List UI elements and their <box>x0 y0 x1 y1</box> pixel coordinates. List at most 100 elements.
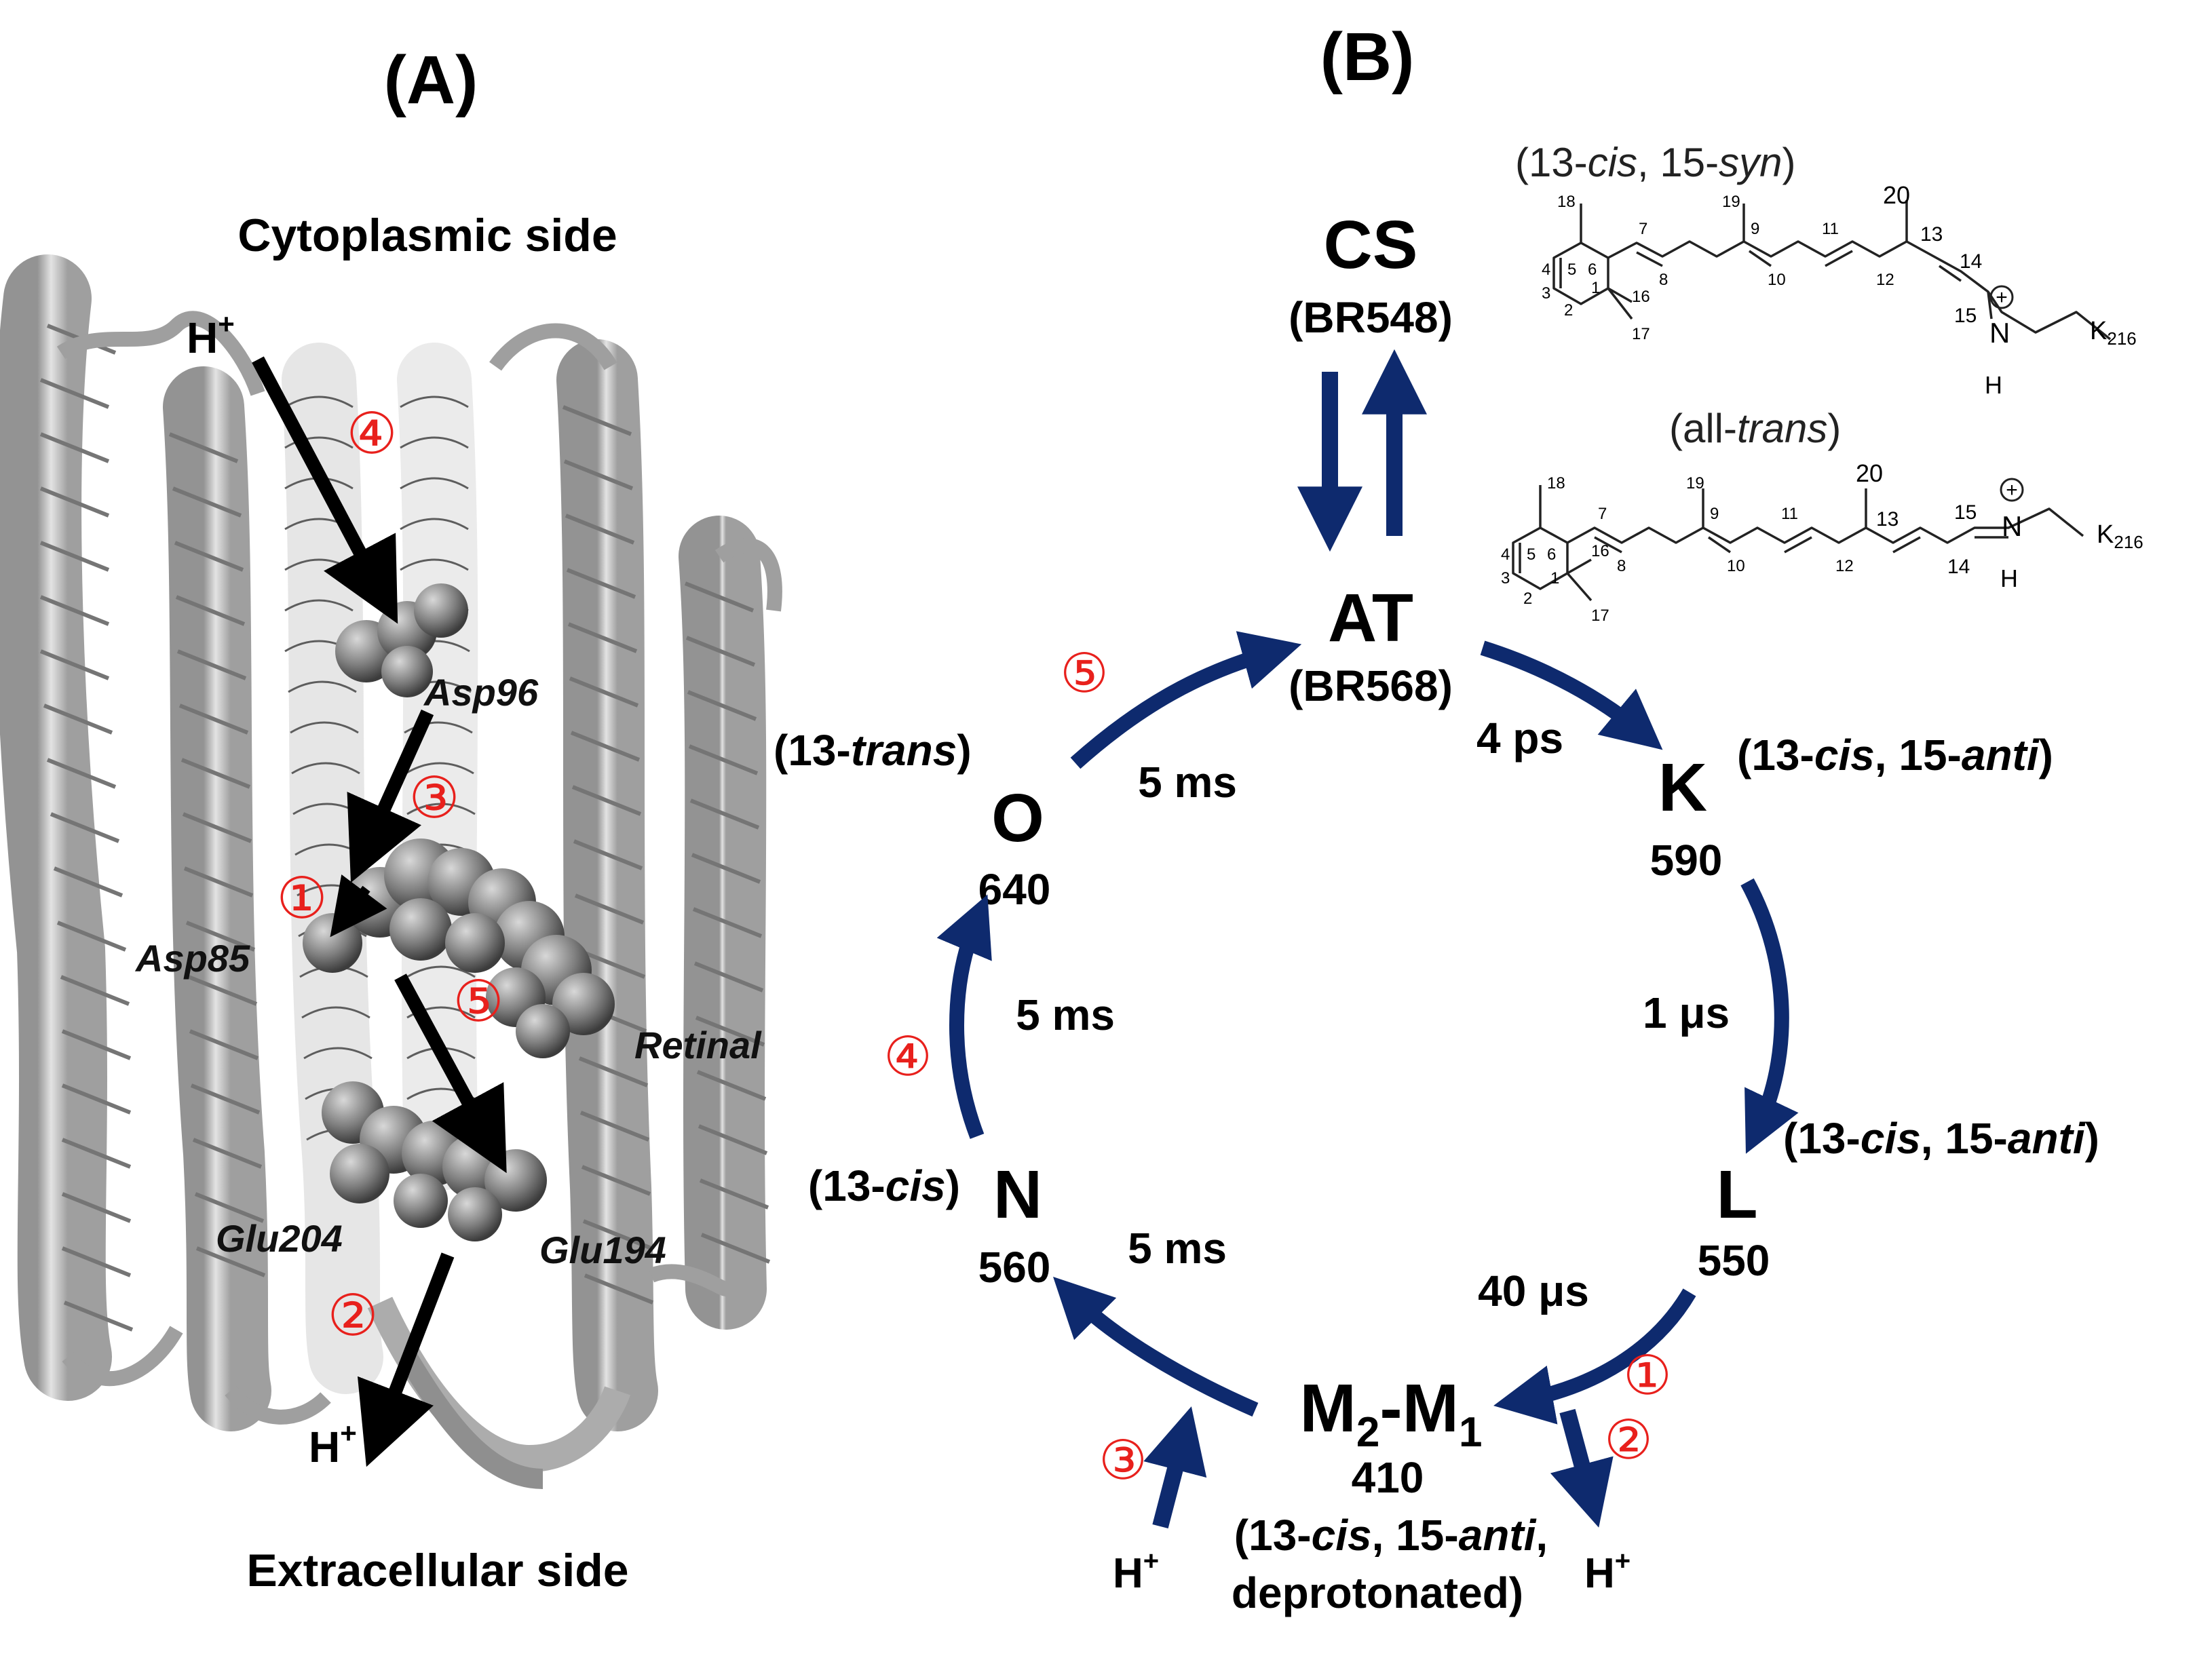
structure-bottom-atom-10: 10 <box>1727 557 1745 575</box>
proton-release-label: H+ <box>1584 1546 1631 1597</box>
state-cs-sub: (BR548) <box>1289 293 1453 342</box>
structure-top-atom-6: 6 <box>1588 261 1597 279</box>
arrow-step2 <box>357 1252 455 1467</box>
structure-13cis-15syn: (13-cis, 15-syn) 18 7 19 9 11 20 13 14 5… <box>1515 140 2137 399</box>
equilibrium-arrows <box>1297 349 1427 552</box>
structure-top-atom-3: 3 <box>1542 284 1550 303</box>
structure-bottom-atom-7: 7 <box>1598 505 1607 523</box>
structure-top-atom-9: 9 <box>1751 220 1759 238</box>
structure-bottom-atom-3: 3 <box>1501 569 1510 587</box>
time-n-o: 5 ms <box>1016 990 1115 1039</box>
structure-bottom-charge: + <box>2006 479 2018 501</box>
label-glu204: Glu204 <box>216 1217 343 1260</box>
a-step-2: ② <box>327 1284 378 1347</box>
conf-m-line2: deprotonated) <box>1232 1568 1523 1617</box>
conf-o: (13-trans) <box>774 726 972 775</box>
structure-bottom-n: N <box>2002 510 2022 542</box>
label-asp85: Asp85 <box>134 937 250 980</box>
structure-top-atom-10: 10 <box>1768 271 1786 289</box>
b-step-4: ④ <box>883 1026 932 1087</box>
arrow-m-to-n <box>1052 1277 1259 1417</box>
helix-4 <box>397 343 478 1191</box>
structure-bottom-atom-8: 8 <box>1617 557 1626 575</box>
structure-top-n: N <box>1989 317 2010 349</box>
structure-top-atom-17: 17 <box>1632 325 1650 343</box>
structure-top-charge-circle <box>1989 285 2014 309</box>
structure-bottom-atom-17: 17 <box>1591 606 1609 625</box>
state-k-name: K <box>1658 750 1707 826</box>
state-at-name: AT <box>1328 580 1413 656</box>
b-step-5: ⑤ <box>1060 643 1109 703</box>
state-at-sub: (BR568) <box>1289 661 1453 710</box>
conf-n: (13-cis) <box>808 1161 960 1210</box>
structure-bottom-atom-18: 18 <box>1547 474 1565 493</box>
conf-l: (13-cis, 15-anti) <box>1783 1114 2099 1163</box>
structure-bottom-atom-15: 15 <box>1954 501 1977 524</box>
structure-bottom-atom-12: 12 <box>1835 557 1854 575</box>
label-asp96: Asp96 <box>423 671 539 714</box>
time-k-l: 1 μs <box>1643 988 1730 1037</box>
proton-path-arrows <box>252 356 507 1467</box>
structure-top-charge: + <box>1996 286 2008 309</box>
structure-top-atom-14: 14 <box>1960 250 1982 273</box>
arrow-o-to-at <box>1070 631 1302 769</box>
state-l-wl: 550 <box>1698 1236 1770 1285</box>
state-o-name: O <box>991 780 1044 856</box>
time-o-at: 5 ms <box>1138 758 1237 807</box>
arrow-step3 <box>347 709 434 883</box>
structure-bottom-atom-13: 13 <box>1876 508 1899 531</box>
state-at: AT (BR568) <box>1289 580 1453 710</box>
arrow-proton-uptake <box>1143 1406 1207 1529</box>
helix-2 <box>163 366 271 1431</box>
structure-top-atom-18: 18 <box>1557 193 1576 211</box>
structure-top-atom-13: 13 <box>1920 223 1943 246</box>
state-m-name: M2-M1 <box>1300 1370 1483 1456</box>
structure-bottom-charge-circle <box>2000 478 2024 502</box>
structure-top-atom-2: 2 <box>1564 301 1573 320</box>
state-m: M2-M1 410 <box>1300 1370 1483 1502</box>
structure-top-title: (13-cis, 15-syn) <box>1515 140 1795 185</box>
time-m-n: 5 ms <box>1128 1224 1227 1273</box>
conf-k: (13-cis, 15-anti) <box>1737 731 2053 779</box>
label-retinal: Retinal <box>634 1024 762 1066</box>
state-n-wl: 560 <box>978 1243 1051 1292</box>
a-step-4: ④ <box>346 402 397 465</box>
state-k: K 590 <box>1650 750 1723 885</box>
structure-top-atom-20: 20 <box>1883 181 1910 209</box>
time-at-k: 4 ps <box>1476 714 1563 763</box>
structure-top-atom-19: 19 <box>1722 193 1740 211</box>
a-step-5: ⑤ <box>453 969 503 1033</box>
state-l: L 550 <box>1698 1157 1770 1285</box>
arrow-step5 <box>394 973 507 1174</box>
structure-top-atom-1: 1 <box>1591 279 1600 297</box>
structure-bottom-atom-5: 5 <box>1527 545 1536 564</box>
structure-bottom-h: H <box>2000 564 2018 592</box>
structure-top-h: H <box>1985 371 2002 399</box>
structure-top-atom-8: 8 <box>1659 271 1668 289</box>
structure-top-atom-7: 7 <box>1639 220 1647 238</box>
a-step-1: ① <box>276 866 327 930</box>
structure-bottom-atom-11: 11 <box>1781 505 1798 523</box>
panel-b: (B) CS (BR548) AT (BR568) K 590 L 550 M2… <box>774 19 2143 1617</box>
state-o: O 640 <box>978 780 1051 914</box>
structure-bottom-atom-2: 2 <box>1523 590 1532 608</box>
state-cs-name: CS <box>1324 207 1418 283</box>
b-step-2: ② <box>1604 1410 1653 1470</box>
panel-a: (A) Cytoplasmic side Extracellular side <box>0 42 782 1596</box>
arrow-step1 <box>330 874 387 938</box>
state-l-name: L <box>1716 1157 1757 1233</box>
structure-top-atom-5: 5 <box>1567 261 1576 279</box>
structure-bottom-atom-14: 14 <box>1947 556 1970 578</box>
structure-top-atom-15: 15 <box>1954 305 1977 327</box>
state-o-wl: 640 <box>978 865 1051 914</box>
structure-bottom-atom-19: 19 <box>1686 474 1704 493</box>
arrow-proton-release <box>1550 1408 1614 1528</box>
arrow-n-to-o <box>936 894 992 1139</box>
b-step-1: ① <box>1623 1345 1672 1406</box>
structure-bottom-atom-4: 4 <box>1501 545 1510 564</box>
structure-bottom-atom-6: 6 <box>1547 545 1556 564</box>
label-glu194: Glu194 <box>539 1229 666 1271</box>
arrow-l-to-m <box>1493 1288 1696 1425</box>
structure-bottom-lysine: K216 <box>2097 520 2143 552</box>
panel-a-title: (A) <box>384 42 478 118</box>
